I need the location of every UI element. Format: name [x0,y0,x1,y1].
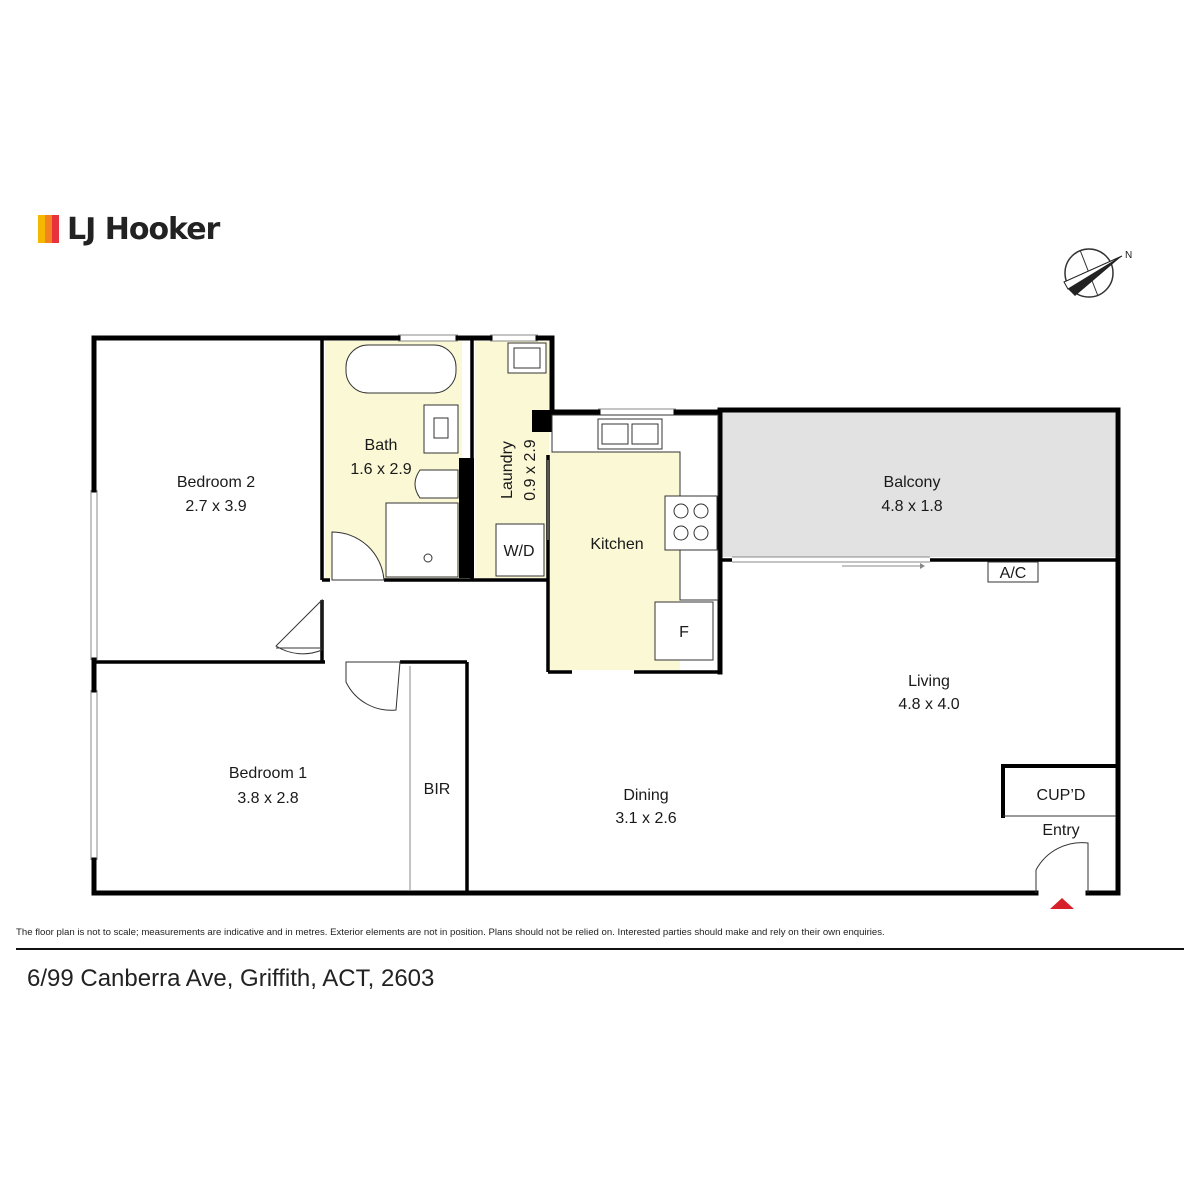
bath-name: Bath [365,437,398,454]
bir-label: BIR [424,781,451,798]
laundry-name: Laundry [499,441,516,499]
entry-label: Entry [1042,822,1079,839]
cupboard-wall [1001,764,1118,818]
cupboard-label: CUP’D [1037,787,1086,804]
balcony-name: Balcony [884,474,941,491]
bedroom1-name: Bedroom 1 [229,765,307,782]
kitchen-fixtures [547,414,719,661]
dining-name: Dining [623,787,668,804]
laundry-fixtures [495,342,547,577]
brand-logo: LJ Hooker [38,211,220,247]
balcony-area [722,412,1115,557]
entry-marker-icon [1050,898,1074,909]
bedroom2-name: Bedroom 2 [177,474,255,491]
exterior-walls [91,335,1121,896]
logo-bars-icon [38,215,59,243]
wall-column [532,410,552,432]
washer-dryer-box [495,523,545,577]
basin-icon [423,404,459,454]
cooktop-icon [664,495,718,551]
bedroom2-dims: 2.7 x 3.9 [185,498,246,515]
bathtub-icon [345,344,457,394]
fridge-box [654,601,714,661]
bedroom1-dims: 3.8 x 2.8 [237,790,298,807]
laundry-label: Laundry 0.9 x 2.9 [499,439,539,500]
brand-name: LJ Hooker [67,211,220,247]
laundry-dims: 0.9 x 2.9 [522,439,539,500]
living-dims: 4.8 x 4.0 [898,696,959,713]
toilet-icon [414,469,459,499]
compass-north-label: N [1125,250,1132,261]
property-address: 6/99 Canberra Ave, Griffith, ACT, 2603 [27,965,435,992]
fridge-label: F [679,624,689,641]
dining-dims: 3.1 x 2.6 [615,810,676,827]
washer-dryer-label: W/D [503,543,534,560]
living-name: Living [908,673,950,690]
air-con-box [987,561,1039,583]
balcony-dims: 4.8 x 1.8 [881,498,942,515]
disclaimer-text: The floor plan is not to scale; measurem… [16,927,885,938]
kitchen-name: Kitchen [590,536,643,553]
shower-icon [385,502,459,578]
sliding-door-arrow-icon [920,563,925,569]
bath-fixtures [345,344,459,578]
air-con-label: A/C [1000,565,1027,582]
bath-dims: 1.6 x 2.9 [350,461,411,478]
divider [16,948,1184,950]
doors [275,531,1089,893]
compass-icon: N [1063,248,1132,298]
wall-column [459,458,474,578]
